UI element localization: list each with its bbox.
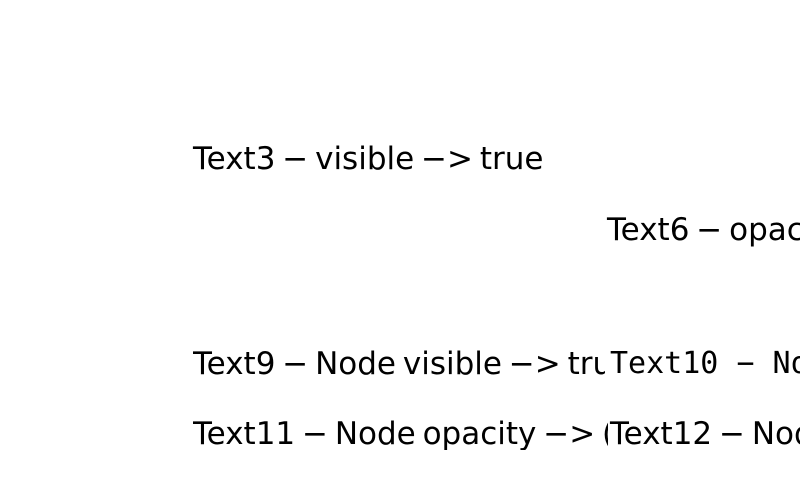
text3-visible-binding-label: Text3 − visible −> true	[193, 141, 544, 177]
text6-opacity-binding-label: Text6 − opac	[607, 212, 800, 248]
text9-node-visible-binding-label: Text9 − Node visible −> tru	[193, 349, 609, 380]
text12-node-binding-label: Text12 − Nod	[608, 414, 800, 456]
text10-node-binding-label: Text10 − Nod	[605, 344, 800, 385]
text11-node-opacity-binding-label: Text11 − Node opacity −> (	[193, 419, 609, 450]
